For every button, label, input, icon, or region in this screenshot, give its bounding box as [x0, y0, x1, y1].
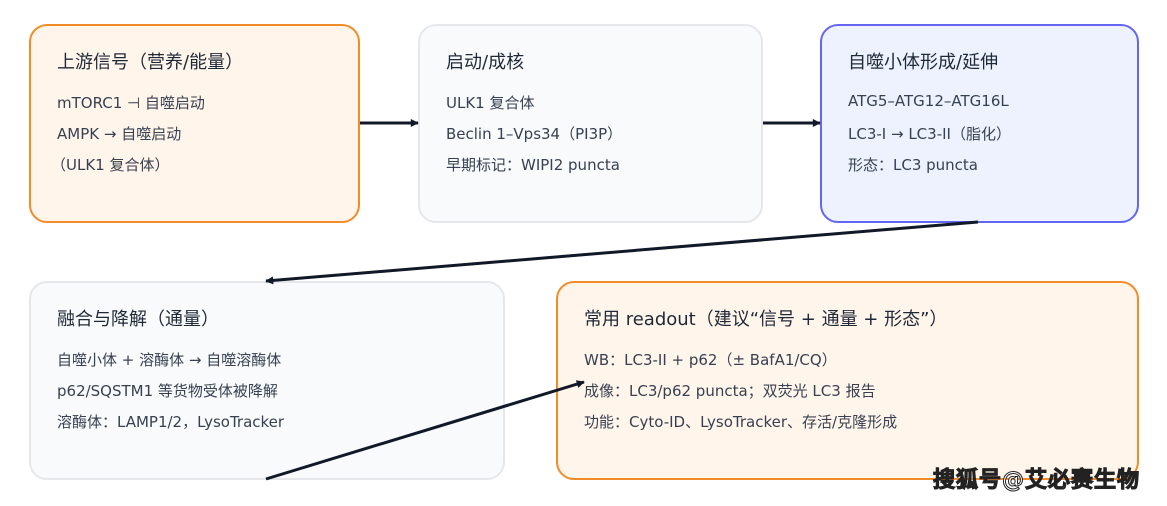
node-line: 自噬小体 + 溶酶体 → 自噬溶酶体 [57, 351, 282, 369]
node-title: 上游信号（营养/能量） [57, 52, 244, 73]
node-title: 启动/成核 [446, 52, 525, 73]
watermark: 搜狐号@艾必赛生物 [932, 468, 1140, 494]
node-line: mTORC1 ⊣ 自噬启动 [57, 94, 205, 112]
node-line: LC3-I → LC3-II（脂化） [848, 125, 1011, 143]
node-line: p62/SQSTM1 等货物受体被降解 [57, 382, 278, 400]
node-line: 功能：Cyto-ID、LysoTracker、存活/克隆形成 [584, 413, 898, 431]
node-line: （ULK1 复合体） [51, 156, 170, 174]
arrow-elongation-to-fusion [265, 220, 979, 285]
node-line: ATG5–ATG12–ATG16L [848, 92, 1009, 110]
node-line: 成像：LC3/p62 puncta；双荧光 LC3 报告 [584, 382, 876, 400]
node-line: WB：LC3-II + p62（± BafA1/CQ） [584, 351, 837, 369]
node-title: 常用 readout（建议“信号 + 通量 + 形态”） [584, 309, 948, 330]
node-line: Beclin 1–Vps34（PI3P） [446, 125, 623, 143]
node-line: ULK1 复合体 [446, 94, 535, 112]
node-initiation: 启动/成核 ULK1 复合体 Beclin 1–Vps34（PI3P） 早期标记… [418, 24, 763, 223]
node-line: 溶酶体：LAMP1/2，LysoTracker [57, 413, 285, 431]
node-readout: 常用 readout（建议“信号 + 通量 + 形态”） WB：LC3-II +… [556, 281, 1139, 480]
node-title: 融合与降解（通量） [57, 309, 219, 330]
node-line: 早期标记：WIPI2 puncta [446, 156, 620, 174]
node-upstream-signals: 上游信号（营养/能量） mTORC1 ⊣ 自噬启动 AMPK → 自噬启动 （U… [29, 24, 360, 223]
node-elongation: 自噬小体形成/延伸 ATG5–ATG12–ATG16L LC3-I → LC3-… [820, 24, 1139, 223]
node-title: 自噬小体形成/延伸 [848, 52, 999, 73]
node-line: AMPK → 自噬启动 [57, 125, 182, 143]
node-fusion-degradation: 融合与降解（通量） 自噬小体 + 溶酶体 → 自噬溶酶体 p62/SQSTM1 … [29, 281, 505, 480]
node-line: 形态：LC3 puncta [848, 156, 978, 174]
